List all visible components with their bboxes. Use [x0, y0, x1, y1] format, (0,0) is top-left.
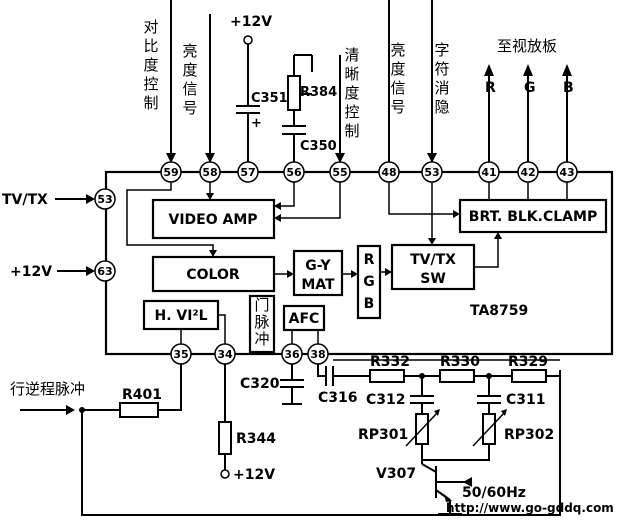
pin-55: 55: [329, 161, 351, 183]
svg-text:55: 55: [332, 166, 347, 179]
freq-label: 50/60Hz: [462, 485, 526, 501]
pin-38: 38: [307, 343, 329, 365]
c311-label: C311: [506, 392, 546, 408]
color-block: COLOR: [151, 255, 276, 293]
hvi2l-block: H. VI²L: [142, 299, 220, 331]
pin-43: 43: [556, 161, 578, 183]
svg-text:BRT. BLK.CLAMP: BRT. BLK.CLAMP: [469, 209, 597, 225]
r384-label: R384: [300, 85, 337, 100]
svg-text:34: 34: [217, 348, 233, 361]
gate-pulse-block: 门 脉 冲: [248, 294, 276, 354]
svg-text:H. VI²L: H. VI²L: [154, 308, 207, 324]
rp301-label: RP301: [358, 427, 408, 443]
pin-35: 35: [170, 343, 192, 365]
pin-53-left: 53: [94, 188, 116, 210]
pin-36: 36: [281, 343, 303, 365]
c320-label: C320: [240, 376, 280, 392]
flyback-pulse-label: 行逆程脉冲: [10, 380, 85, 398]
svg-text:42: 42: [520, 166, 535, 179]
svg-text:58: 58: [202, 166, 217, 179]
afc-block: AFC: [282, 304, 326, 332]
svg-text:VIDEO AMP: VIDEO AMP: [168, 212, 257, 228]
pin-56: 56: [283, 161, 305, 183]
svg-text:43: 43: [559, 166, 574, 179]
svg-text:清晰度控制: 清晰度控制: [344, 46, 359, 140]
svg-text:冲: 冲: [254, 330, 269, 348]
svg-text:36: 36: [284, 348, 300, 361]
svg-text:56: 56: [286, 166, 302, 179]
r329-label: R329: [508, 354, 548, 370]
svg-text:63: 63: [97, 265, 112, 278]
v307-label: V307: [376, 466, 416, 482]
vcc-left-label: +12V: [10, 264, 52, 280]
r401-label: R401: [122, 387, 162, 403]
c350-label: C350: [300, 139, 337, 154]
pin-53-top: 53: [421, 161, 443, 183]
c316-label: C316: [318, 390, 358, 406]
svg-text:53: 53: [97, 193, 112, 206]
svg-text:R: R: [364, 252, 375, 268]
svg-text:字符消隐: 字符消隐: [434, 41, 449, 116]
svg-text:亮度信号: 亮度信号: [390, 41, 405, 116]
brightness-signal-right-label: 亮度信号: [390, 41, 405, 116]
pin-59: 59: [160, 161, 182, 183]
tvtx-sw-block: TV/TX SW: [390, 243, 476, 291]
pin-58: 58: [199, 161, 221, 183]
svg-text:门: 门: [254, 296, 269, 314]
brightness-signal-left-label: 亮度信号: [182, 42, 197, 117]
svg-text:53: 53: [424, 166, 439, 179]
rp302-label: RP302: [504, 427, 554, 443]
vcc-bottom-label: +12V: [233, 467, 275, 483]
svg-text:COLOR: COLOR: [186, 267, 239, 283]
svg-text:脉: 脉: [254, 313, 269, 331]
output-g-label: G: [524, 80, 536, 96]
gy-mat-block: G-Y MAT: [292, 249, 344, 297]
svg-text:35: 35: [173, 348, 188, 361]
svg-text:TV/TX: TV/TX: [410, 252, 456, 268]
svg-text:59: 59: [163, 166, 178, 179]
svg-text:G-Y: G-Y: [305, 258, 331, 274]
output-b-label: B: [563, 80, 574, 96]
r332-label: R332: [370, 354, 410, 370]
svg-text:对比度控制: 对比度控制: [143, 18, 158, 112]
brt-blk-clamp-block: BRT. BLK.CLAMP: [458, 198, 608, 234]
svg-text:G: G: [363, 274, 375, 290]
pin-48: 48: [378, 161, 400, 183]
svg-text:48: 48: [381, 166, 396, 179]
c351-plus-label: +: [251, 116, 262, 131]
svg-text:SW: SW: [420, 271, 446, 287]
r330-label: R330: [440, 354, 480, 370]
rgb-block: R G B: [356, 244, 382, 320]
ic-name-label: TA8759: [470, 303, 528, 319]
svg-text:AFC: AFC: [289, 311, 320, 327]
pin-57: 57: [237, 161, 259, 183]
tv-tx-label: TV/TX: [2, 192, 48, 208]
svg-text:B: B: [364, 296, 375, 312]
svg-text:41: 41: [481, 166, 496, 179]
pin-63: 63: [94, 260, 116, 282]
footer-url: http://www.go-gddq.com: [446, 501, 614, 515]
svg-text:38: 38: [310, 348, 325, 361]
pin-34: 34: [214, 343, 236, 365]
c351-label: C351: [251, 91, 288, 106]
sharpness-control-label: 清晰度控制: [344, 46, 359, 140]
r344-label: R344: [236, 431, 276, 447]
svg-text:57: 57: [240, 166, 255, 179]
svg-text:MAT: MAT: [301, 277, 335, 293]
to-video-board-label: 至视放板: [497, 37, 557, 55]
contrast-control-label: 对比度控制: [143, 18, 158, 112]
char-blanking-label: 字符消隐: [434, 41, 449, 116]
svg-text:亮度信号: 亮度信号: [182, 42, 197, 117]
pin-42: 42: [517, 161, 539, 183]
pin-41: 41: [478, 161, 500, 183]
video-amp-block: VIDEO AMP: [151, 198, 276, 240]
c312-label: C312: [366, 392, 406, 408]
vcc-top-label: +12V: [230, 14, 272, 30]
output-r-label: R: [485, 80, 496, 96]
